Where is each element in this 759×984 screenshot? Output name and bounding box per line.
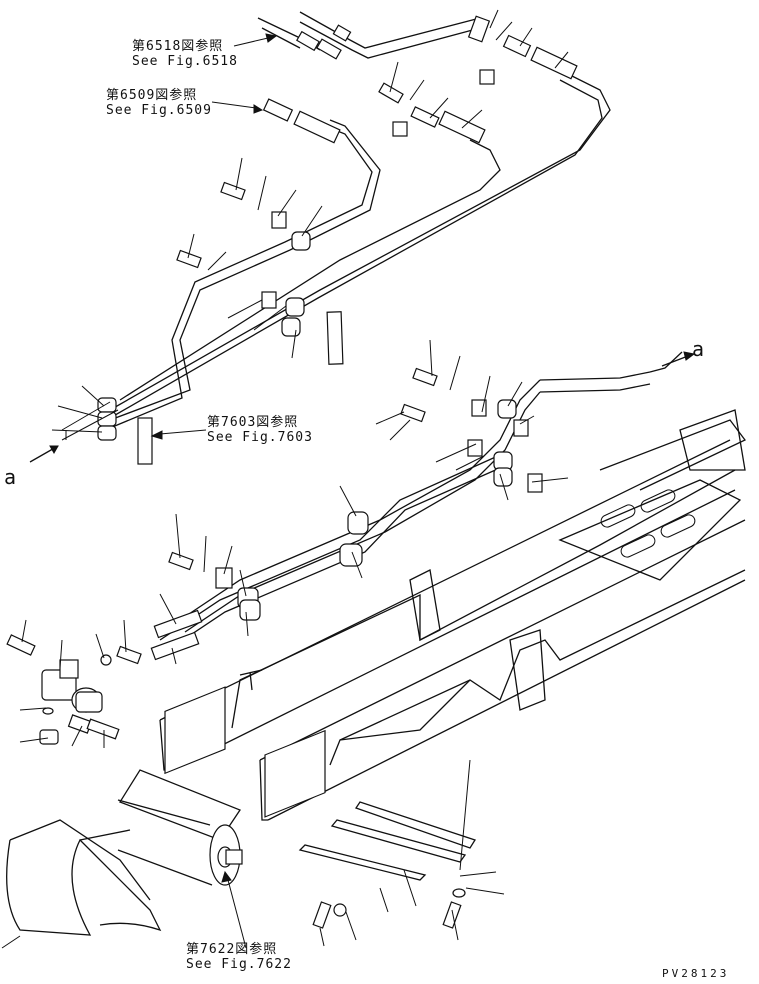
reference-6518: 第6518図参照 See Fig.6518 [132, 39, 238, 69]
deck-plate [558, 409, 746, 581]
frame-right [259, 519, 746, 821]
reference-7622: 第7622図参照 See Fig.7622 [186, 942, 292, 972]
view-mark-right: a [692, 337, 706, 361]
reference-7622-jp: 第7622図参照 [186, 942, 278, 957]
reference-7603-en: See Fig.7603 [207, 430, 313, 445]
reference-6509: 第6509図参照 See Fig.6509 [106, 88, 212, 118]
fittings-upper [97, 15, 578, 441]
drawing-code: PV28123 [662, 967, 730, 980]
reference-6509-en: See Fig.6509 [106, 103, 212, 118]
lower-plates [298, 759, 476, 929]
reference-6518-jp: 第6518図参照 [132, 39, 224, 54]
leader-lines [1, 9, 569, 949]
reference-6509-jp: 第6509図参照 [106, 88, 198, 103]
frame-left [159, 439, 736, 775]
conveyor-belt [6, 819, 162, 936]
clamp-plate-lower [137, 417, 153, 465]
upper-hose-group [109, 11, 611, 429]
view-mark-left: a [4, 465, 18, 489]
pipe-end-left [61, 401, 119, 441]
reference-6518-en: See Fig.6518 [132, 54, 238, 69]
reference-7622-en: See Fig.7622 [186, 957, 292, 972]
fittings-right [6, 367, 543, 745]
gear-pump [41, 659, 103, 713]
clamp-plate [326, 311, 344, 365]
arrow-a-right [661, 355, 689, 367]
drum-roller [117, 769, 243, 886]
reference-7603-jp: 第7603図参照 [207, 415, 299, 430]
reference-7603: 第7603図参照 See Fig.7603 [207, 415, 313, 445]
